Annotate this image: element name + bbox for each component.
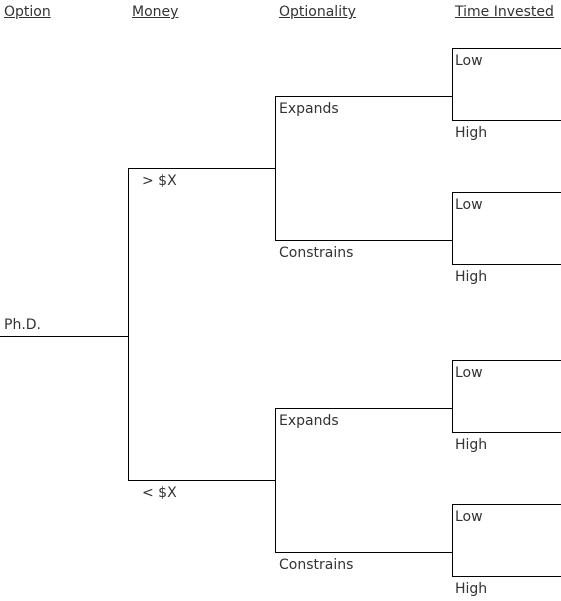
time-node-label: Low [455,197,483,213]
column-header-option: Option [4,4,51,20]
column-header-optionality: Optionality [279,4,356,20]
time-node-label: Low [455,53,483,69]
optionality-node-label: Expands [279,101,339,117]
column-header-time-invested: Time Invested [455,4,554,20]
money-node-label: < $X [142,485,177,501]
money-node-label: > $X [142,173,177,189]
root-node-label: Ph.D. [4,317,41,333]
time-node-label: Low [455,509,483,525]
optionality-node-label: Expands [279,413,339,429]
time-node-label: High [455,125,488,141]
optionality-node-label: Constrains [279,557,354,573]
time-node-label: Low [455,365,483,381]
time-node-label: High [455,437,488,453]
time-node-label: High [455,581,488,597]
column-header-money: Money [132,4,179,20]
optionality-node-label: Constrains [279,245,354,261]
time-node-label: High [455,269,488,285]
